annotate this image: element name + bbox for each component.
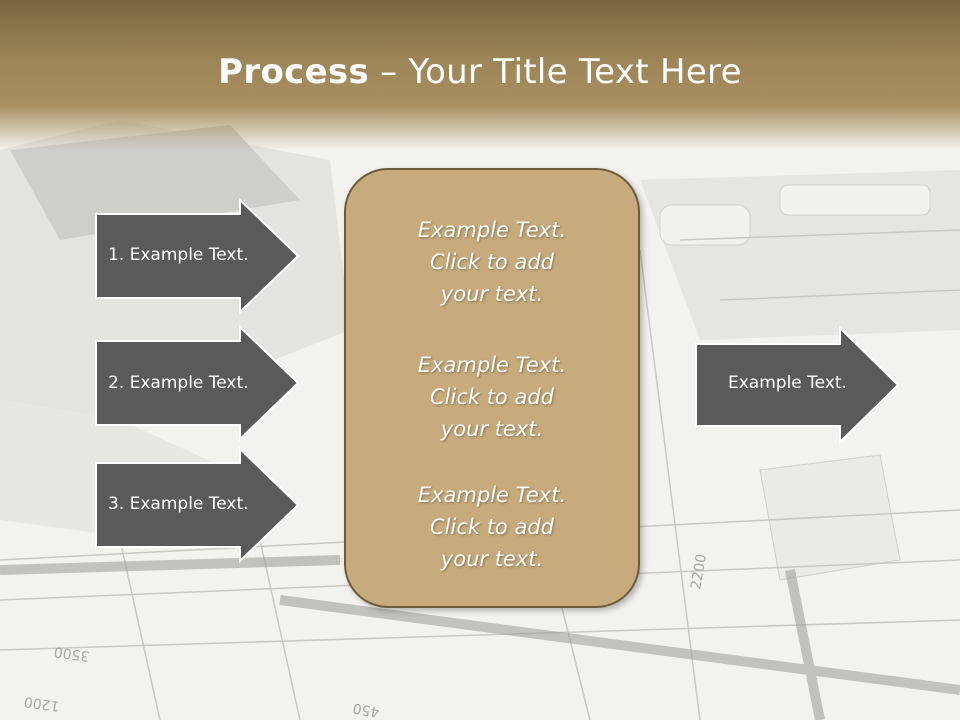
arrow-label-2: 2. Example Text. (108, 373, 249, 393)
arrow-label-right: Example Text. (728, 373, 847, 393)
arrow-shape-1[interactable] (94, 198, 302, 314)
slide-title[interactable]: Process – Your Title Text Here (0, 52, 960, 92)
title-band (0, 0, 960, 150)
paragraph-line: Click to add (429, 385, 554, 409)
paragraph-line: Example Text. (417, 218, 567, 242)
center-paragraph-2: Example Text. Click to add your text. (346, 349, 638, 445)
arrow-label-3: 3. Example Text. (108, 494, 249, 514)
paragraph-line: Click to add (429, 515, 554, 539)
svg-text:2200: 2200 (688, 553, 710, 591)
arrow-shape-right[interactable] (694, 326, 902, 444)
center-paragraph-1: Example Text. Click to add your text. (346, 214, 638, 310)
paragraph-line: your text. (440, 417, 544, 441)
title-bold: Process (218, 52, 370, 92)
svg-text:1200: 1200 (23, 693, 61, 714)
paragraph-line: Click to add (429, 250, 554, 274)
center-text-box[interactable]: Example Text. Click to add your text. Ex… (344, 168, 640, 608)
arrow-shape-3[interactable] (94, 447, 302, 563)
paragraph-line: your text. (440, 547, 544, 571)
svg-text:450: 450 (352, 699, 381, 719)
title-rest: – Your Title Text Here (369, 52, 742, 92)
arrow-shape-2[interactable] (94, 325, 302, 441)
paragraph-line: your text. (440, 282, 544, 306)
svg-text:3500: 3500 (53, 643, 91, 664)
paragraph-line: Example Text. (417, 353, 567, 377)
arrow-label-1: 1. Example Text. (108, 245, 249, 265)
paragraph-line: Example Text. (417, 483, 567, 507)
center-paragraph-3: Example Text. Click to add your text. (346, 479, 638, 575)
